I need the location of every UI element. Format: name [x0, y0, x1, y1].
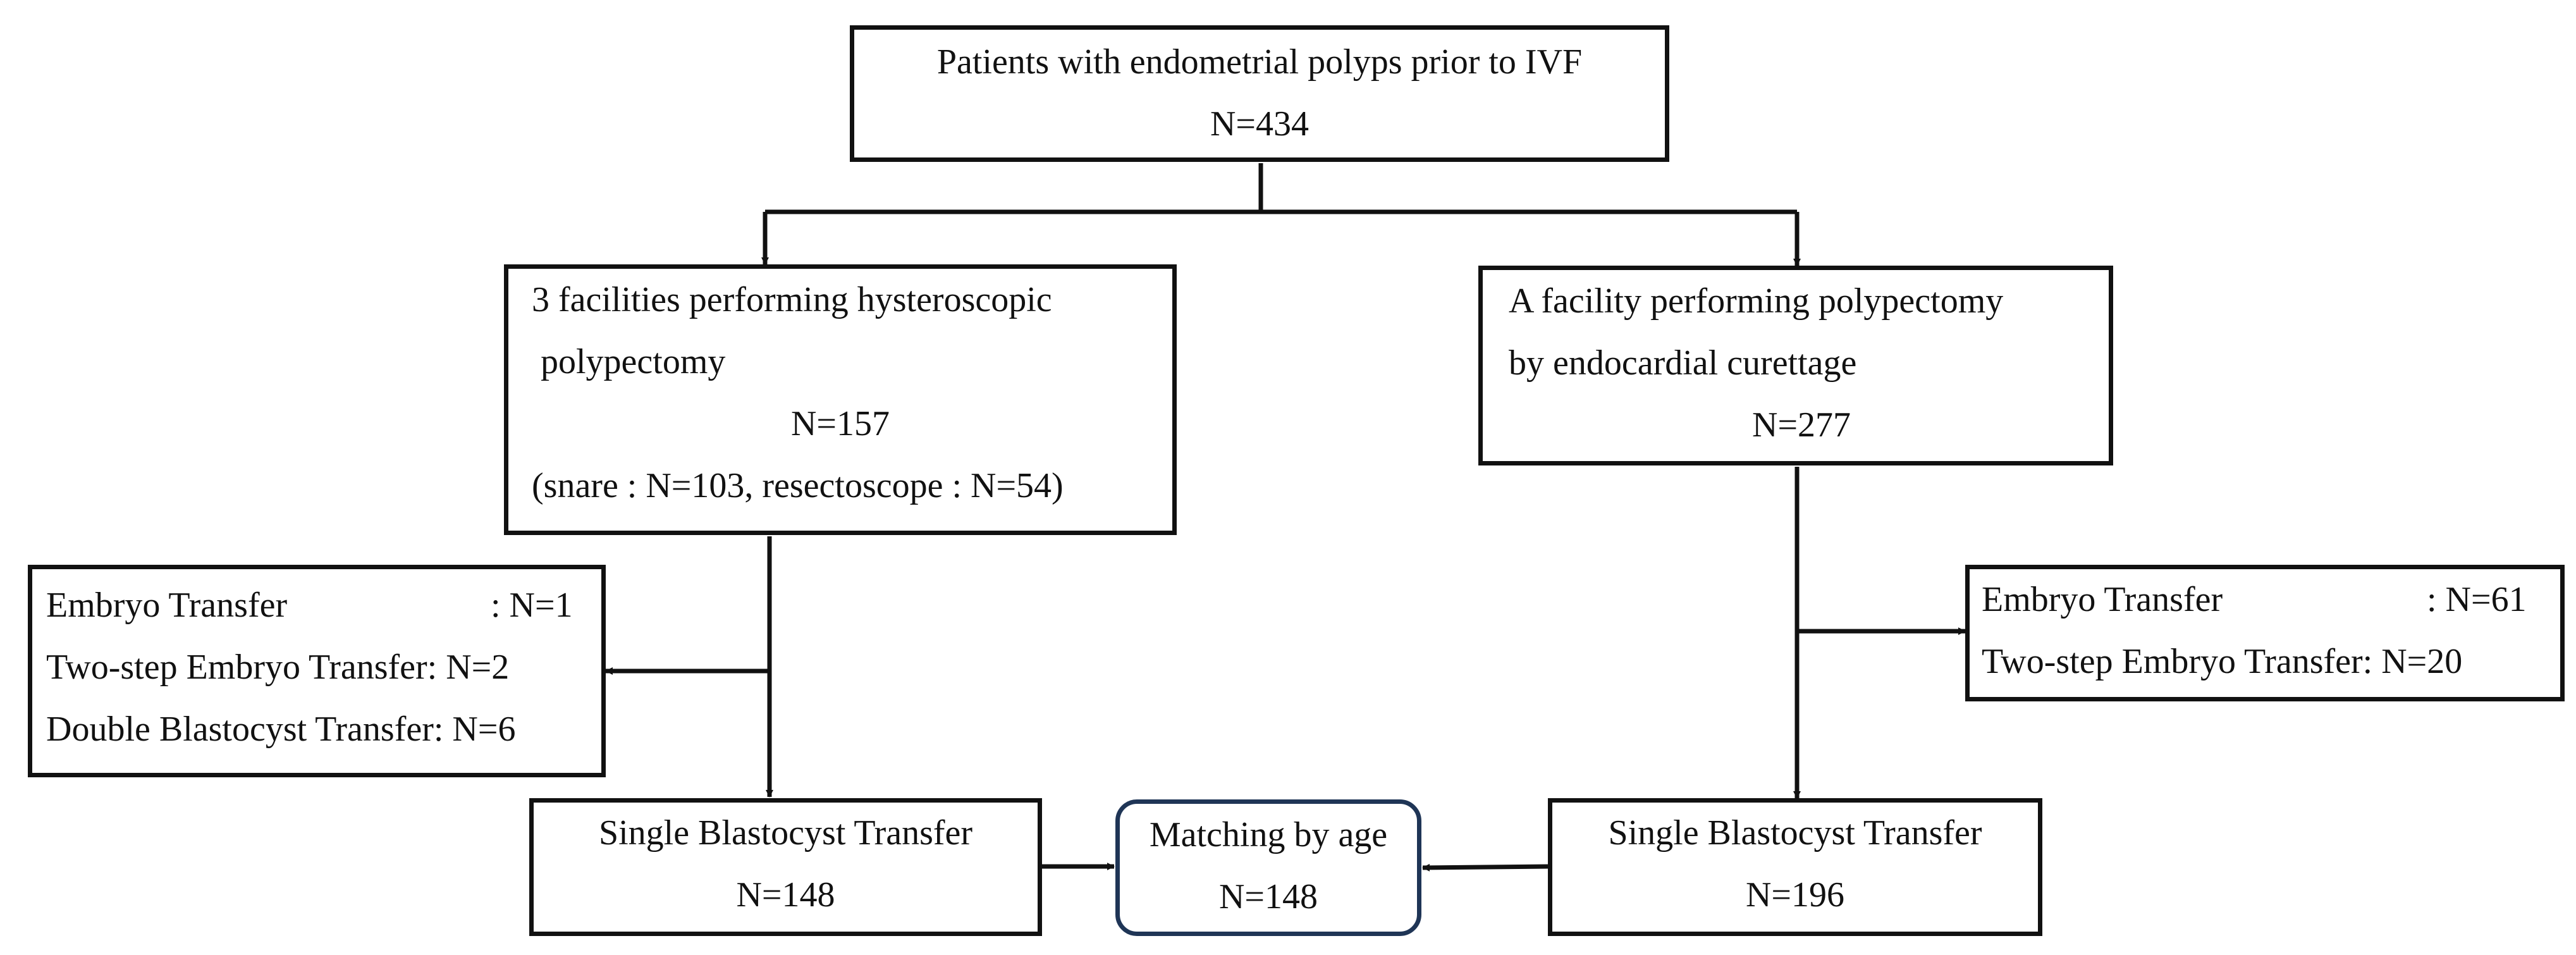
- hysteroscopic-count: N=157: [790, 404, 890, 443]
- left-single-blastocyst-title: Single Blastocyst Transfer: [598, 813, 973, 853]
- hysteroscopic-box: 3 facilities performing hysteroscopic po…: [504, 264, 1177, 535]
- all-patients-count: N=434: [1210, 104, 1309, 144]
- all-patients-title: Patients with endometrial polyps prior t…: [936, 42, 1583, 82]
- left-excluded-double-blastocyst: Double Blastocyst Transfer: N=6: [46, 710, 516, 749]
- left-single-blastocyst-box: Single Blastocyst Transfer N=148: [529, 798, 1042, 936]
- hysteroscopic-breakdown: (snare : N=103, resectoscope : N=54): [532, 466, 1064, 505]
- left-excluded-et-value: : N=1: [491, 586, 573, 625]
- curettage-label-line2: by endocardial curettage: [1509, 343, 1857, 383]
- left-single-blastocyst-count: N=148: [736, 875, 835, 915]
- right-single-blastocyst-box: Single Blastocyst Transfer N=196: [1548, 798, 2042, 936]
- right-single-blastocyst-title: Single Blastocyst Transfer: [1608, 813, 1982, 853]
- left-excluded-two-step: Two-step Embryo Transfer: N=2: [46, 648, 510, 687]
- right-excluded-et-label: Embryo Transfer: [1982, 580, 2223, 619]
- right-excluded-et-value: : N=61: [2427, 580, 2527, 619]
- left-excluded-et-label: Embryo Transfer: [46, 586, 288, 625]
- all-patients-box: Patients with endometrial polyps prior t…: [850, 25, 1669, 162]
- left-excluded-box: Embryo Transfer : N=1 Two-step Embryo Tr…: [28, 565, 606, 777]
- matching-box: Matching by age N=148: [1115, 799, 1421, 936]
- matching-count: N=148: [1218, 877, 1318, 916]
- matching-title: Matching by age: [1149, 815, 1388, 854]
- hysteroscopic-label-line1: 3 facilities performing hysteroscopic: [532, 280, 1052, 319]
- arrow-right-to-matching: [1422, 863, 1549, 872]
- right-single-blastocyst-count: N=196: [1745, 875, 1845, 915]
- hysteroscopic-label-line2: polypectomy: [541, 342, 726, 381]
- right-excluded-two-step: Two-step Embryo Transfer: N=20: [1982, 642, 2463, 681]
- curettage-count: N=277: [1752, 405, 1851, 445]
- right-excluded-box: Embryo Transfer : N=61 Two-step Embryo T…: [1965, 565, 2565, 701]
- curettage-label-line1: A facility performing polypectomy: [1509, 281, 2004, 321]
- curettage-box: A facility performing polypectomy by end…: [1478, 266, 2113, 465]
